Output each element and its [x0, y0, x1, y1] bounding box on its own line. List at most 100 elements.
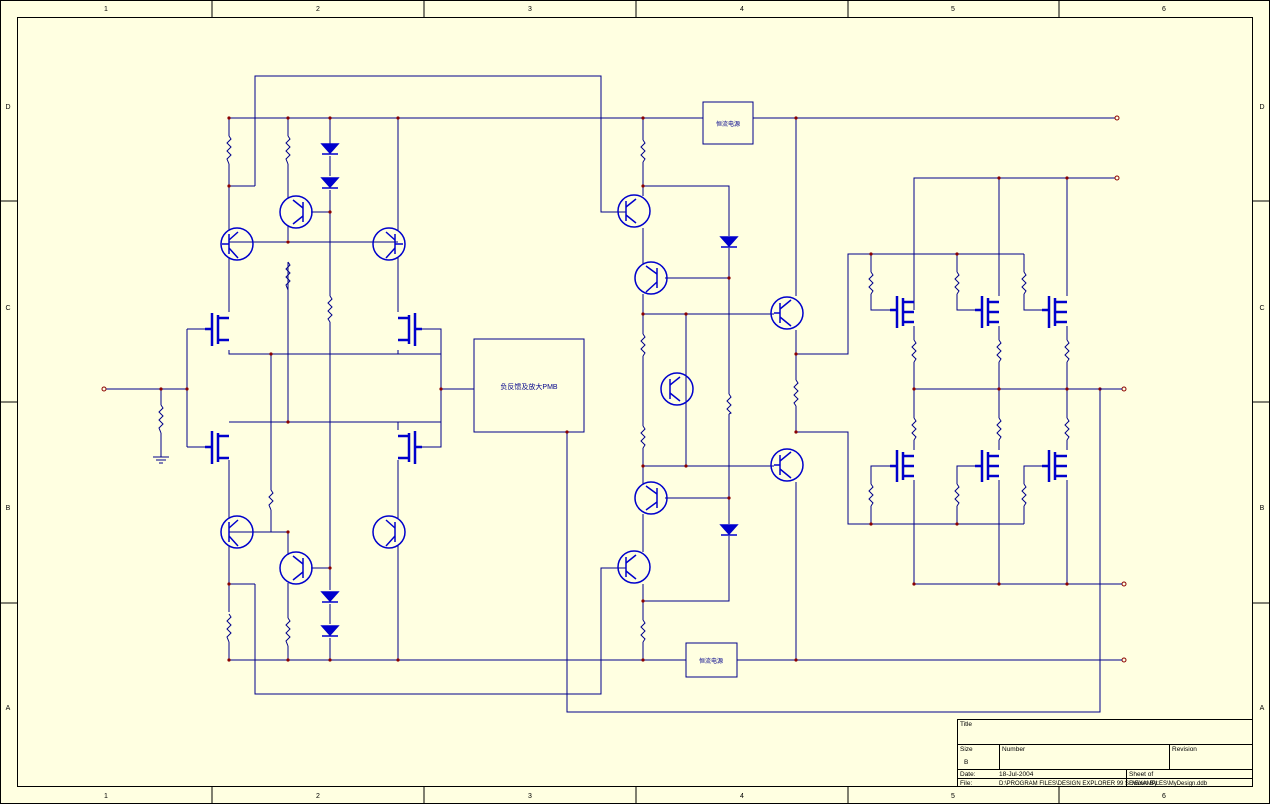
resistor	[285, 135, 291, 165]
diode	[719, 236, 739, 248]
current-source-top-label: 恒流电源	[716, 120, 740, 128]
resistor	[640, 425, 646, 449]
transistor-pnp	[770, 448, 804, 482]
output-port	[1114, 175, 1120, 181]
mosfet	[398, 313, 422, 346]
mosfet	[890, 296, 914, 328]
current-source-bottom-label: 恒流电源	[699, 657, 723, 665]
resistor	[640, 139, 646, 163]
mosfet	[205, 313, 229, 346]
row-label-left-D: D	[5, 104, 10, 111]
transistor-pnp	[279, 195, 313, 229]
col-label-top-2: 2	[316, 6, 320, 13]
date-value: 18-Jul-2004	[999, 771, 1034, 778]
diode	[320, 177, 340, 189]
feedback-amplifier-label: 负反馈及放大PMB	[500, 382, 557, 391]
transistor-pnp	[220, 515, 254, 549]
junctions	[159, 116, 1102, 662]
row-label-right-C: C	[1259, 305, 1264, 312]
row-label-left-B: B	[6, 505, 11, 512]
resistor	[640, 333, 646, 357]
resistor	[285, 261, 291, 291]
resistors	[158, 135, 1070, 647]
resistor	[911, 339, 917, 363]
output-port	[1114, 115, 1120, 121]
mosfet	[398, 431, 422, 464]
resistor	[640, 619, 646, 643]
col-label-bottom-2: 2	[316, 793, 320, 800]
resistor	[1021, 271, 1027, 295]
resistor	[285, 617, 291, 647]
title-label: Title	[960, 721, 972, 728]
title-block-text: Title Size B Number Revision Date: 18-Ju…	[960, 721, 1208, 787]
diodes	[320, 143, 739, 637]
transistor-npn	[220, 227, 254, 261]
mosfet	[975, 450, 999, 482]
file-value: D:\PROGRAM FILES\DESIGN EXPLORER 99 SE\E…	[999, 781, 1208, 787]
resistor	[226, 135, 232, 165]
column-labels: 1 2 3 4 5 6 1 2 3 4 5 6	[104, 6, 1166, 800]
revision-label: Revision	[1172, 746, 1197, 753]
inner-border	[17, 17, 1253, 787]
transistor-npn	[634, 261, 668, 295]
output-port	[1121, 581, 1127, 587]
resistor	[868, 483, 874, 507]
date-label: Date:	[960, 771, 976, 778]
resistor	[954, 271, 960, 295]
col-label-top-5: 5	[951, 6, 955, 13]
output-port	[1121, 386, 1127, 392]
transistor-npn	[279, 551, 313, 585]
resistor	[268, 489, 274, 511]
resistor	[1064, 339, 1070, 363]
transistor-pnp	[634, 481, 668, 515]
resistor	[1021, 483, 1027, 507]
row-label-right-B: B	[1260, 505, 1265, 512]
ground-icon	[153, 456, 169, 464]
col-label-bottom-1: 1	[104, 793, 108, 800]
col-label-top-3: 3	[528, 6, 532, 13]
resistor	[327, 295, 333, 323]
row-label-right-A: A	[1260, 705, 1265, 712]
title-block	[957, 719, 1253, 787]
col-label-top-1: 1	[104, 6, 108, 13]
transistor-pnp	[617, 194, 651, 228]
diode	[719, 524, 739, 536]
mosfet	[890, 450, 914, 482]
row-label-left-A: A	[6, 705, 11, 712]
file-label: File:	[960, 780, 972, 787]
col-label-top-6: 6	[1162, 6, 1166, 13]
resistor	[726, 393, 732, 415]
mosfet	[975, 296, 999, 328]
feedback-amplifier-block: 负反馈及放大PMB	[473, 338, 585, 433]
row-label-right-D: D	[1259, 104, 1264, 111]
row-labels: D C B A D C B A	[5, 104, 1264, 712]
resistor	[911, 417, 917, 441]
drawn-by-label: Drawn By:	[1129, 780, 1159, 787]
resistor	[996, 339, 1002, 363]
resistor	[996, 417, 1002, 441]
resistor	[226, 613, 232, 643]
col-label-bottom-4: 4	[740, 793, 744, 800]
mosfets	[205, 296, 1067, 482]
resistor	[158, 404, 164, 434]
col-label-top-4: 4	[740, 6, 744, 13]
current-source-top: 恒流电源	[702, 101, 754, 145]
diode	[320, 625, 340, 637]
col-label-bottom-6: 6	[1162, 793, 1166, 800]
mosfet	[1042, 296, 1067, 328]
transistor-npn	[660, 372, 694, 406]
resistor	[793, 379, 799, 407]
resistor	[954, 483, 960, 507]
mosfet	[205, 431, 229, 464]
col-label-bottom-3: 3	[528, 793, 532, 800]
current-source-bottom: 恒流电源	[685, 642, 738, 678]
transistor-npn	[372, 227, 406, 261]
transistor-npn	[617, 550, 651, 584]
output-port	[1121, 657, 1127, 663]
sheet-label: Sheet of	[1129, 771, 1153, 778]
transistor-pnp	[372, 515, 406, 549]
col-label-bottom-5: 5	[951, 793, 955, 800]
